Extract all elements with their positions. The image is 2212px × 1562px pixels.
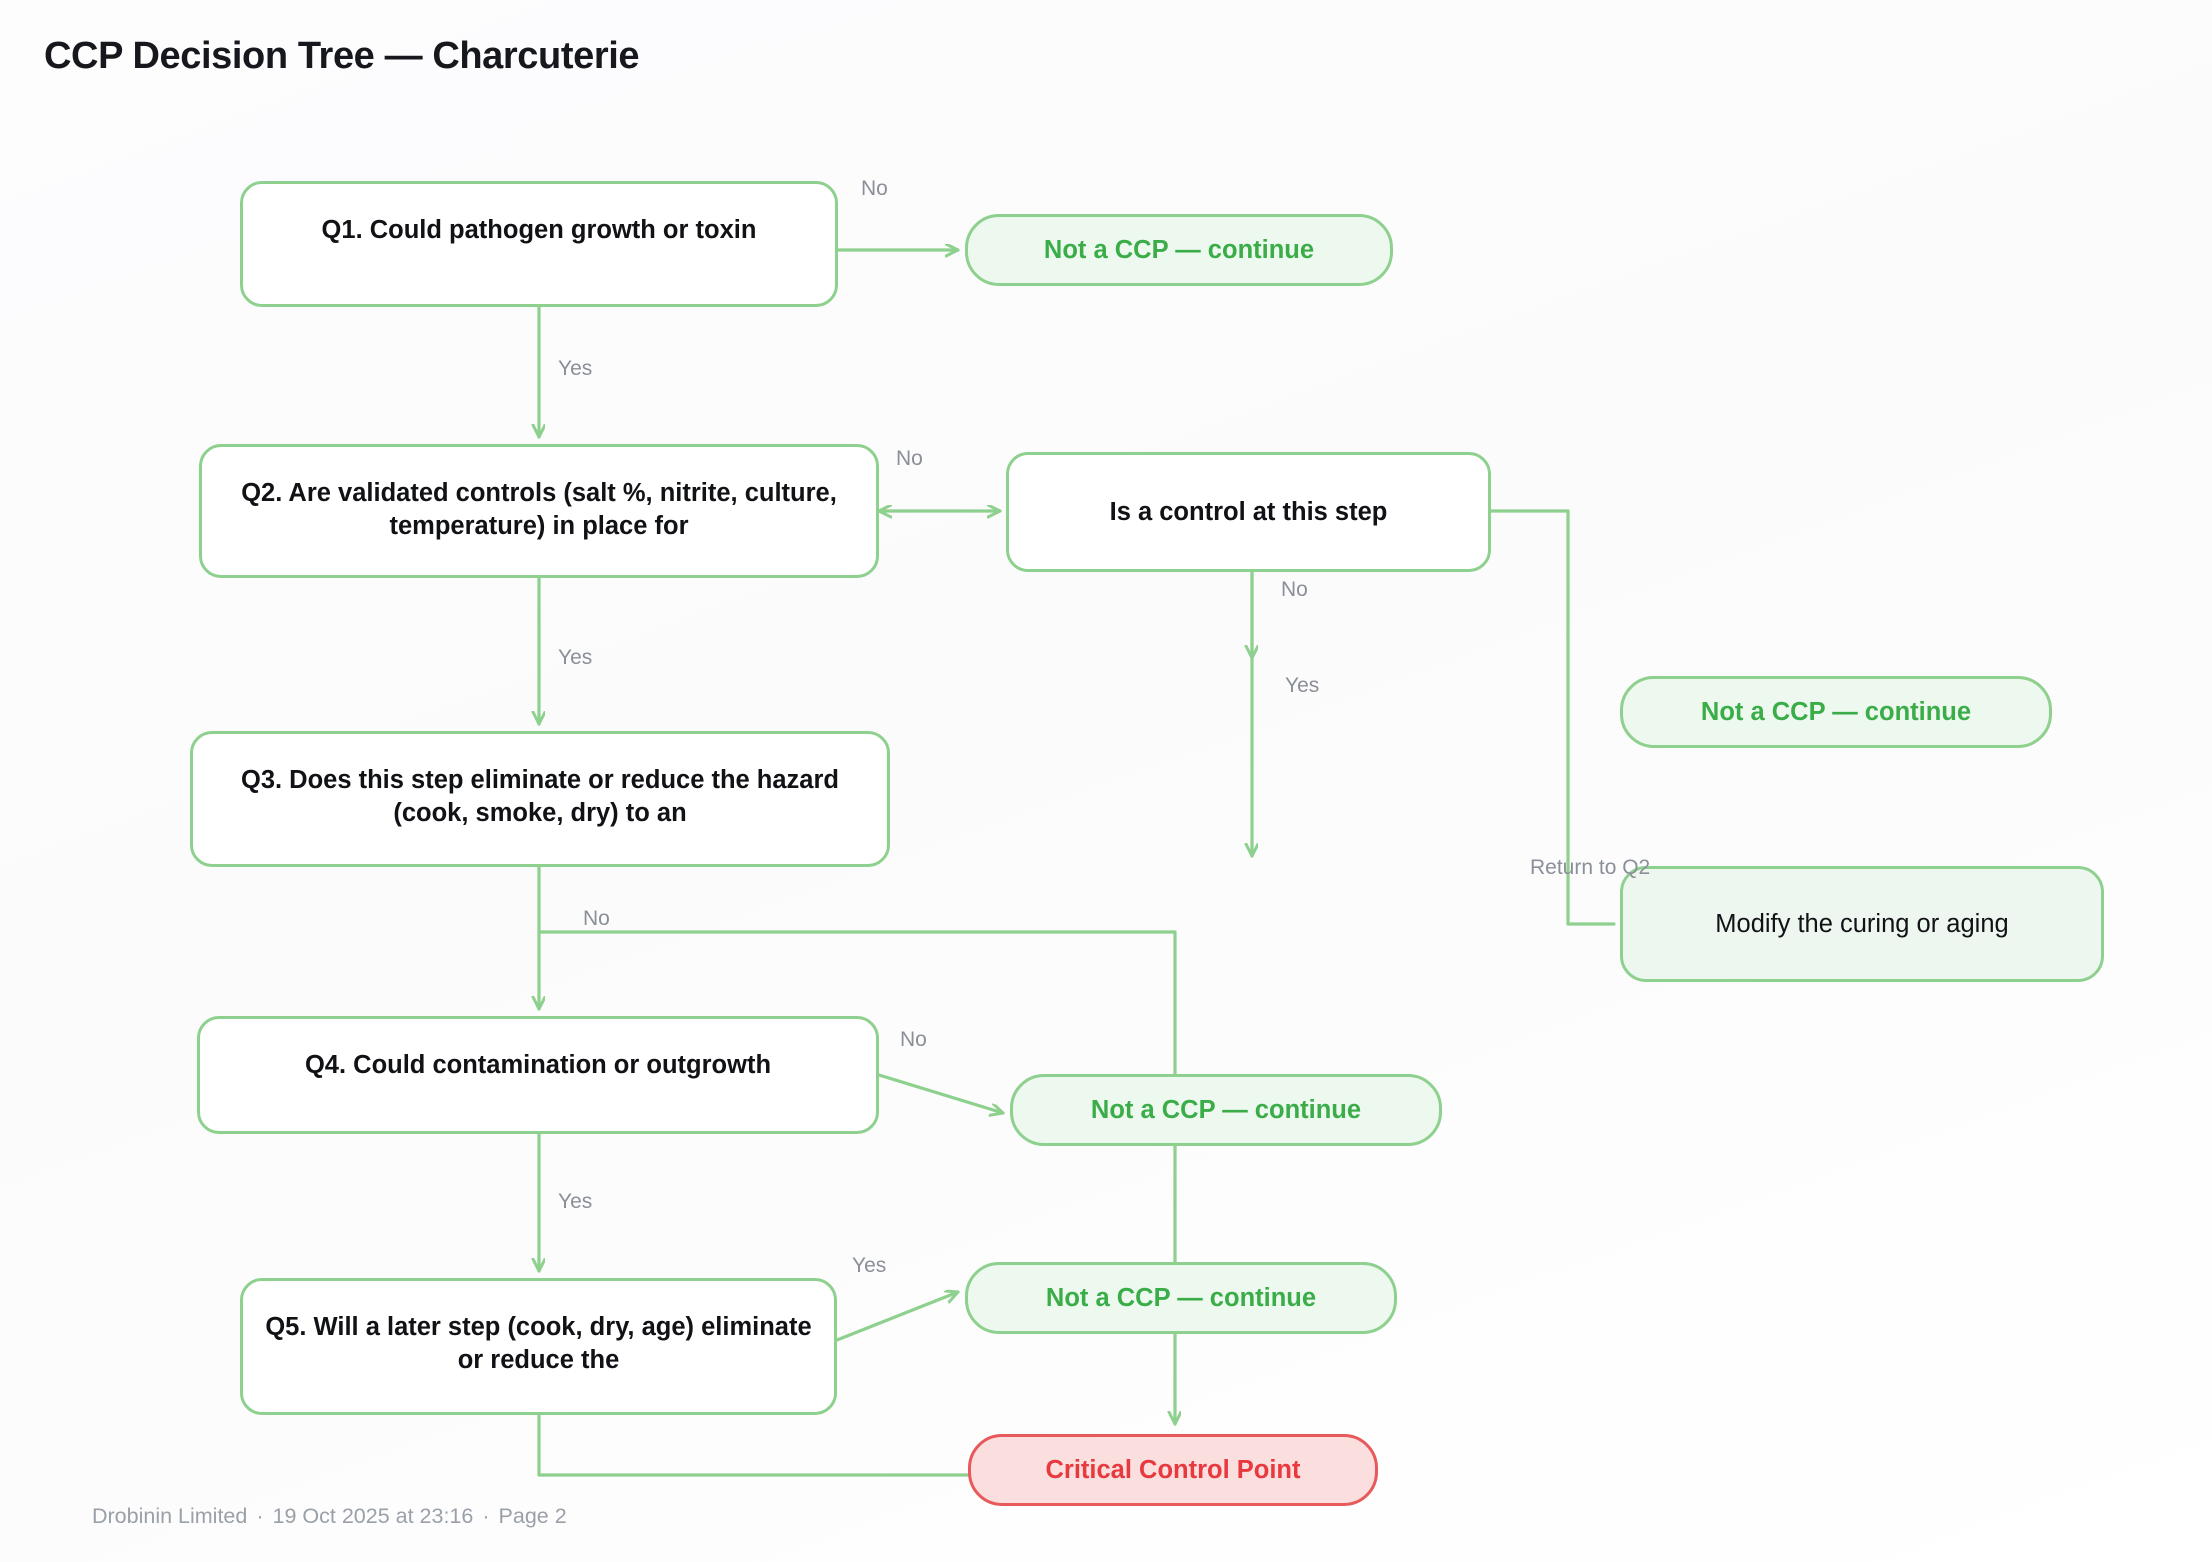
node-q3-label: Q3. Does this step eliminate or reduce t… xyxy=(240,766,839,827)
node-q1-label: Q1. Could pathogen growth or toxin xyxy=(321,216,757,244)
edge-label-q3-q4: No xyxy=(583,907,610,930)
node-is-a-control-at-this-step[interactable]: Is a control at this step xyxy=(1006,452,1491,572)
footer: Drobinin Limited · 19 Oct 2025 at 23:16 · Pa… xyxy=(92,1504,567,1529)
footer-page-number: Page 2 xyxy=(498,1504,567,1528)
node-q4-label: Q4. Could contamination or outgrowth xyxy=(304,1051,772,1079)
footer-timestamp: 19 Oct 2025 at 23:16 xyxy=(272,1504,474,1528)
node-q5[interactable]: Q5. Will a later step (cook, dry, age) e… xyxy=(240,1278,837,1415)
node-not-a-ccp-3-label: Not a CCP — continue xyxy=(1090,1095,1362,1124)
node-ccp-label: Critical Control Point xyxy=(1045,1455,1301,1484)
node-not-a-ccp-3[interactable]: Not a CCP — continue xyxy=(1010,1074,1442,1146)
edge-label-q1-out1: No xyxy=(861,177,888,200)
node-not-a-ccp-4[interactable]: Not a CCP — continue xyxy=(965,1262,1397,1334)
edge-label-q4-q5: Yes xyxy=(558,1190,593,1213)
node-not-a-ccp-1[interactable]: Not a CCP — continue xyxy=(965,214,1393,286)
edge-label-control-no: No xyxy=(1281,578,1308,601)
node-q2-label: Q2. Are validated controls (salt %, nitr… xyxy=(241,479,837,540)
node-not-a-ccp-2[interactable]: Not a CCP — continue xyxy=(1620,676,2052,748)
node-modify-curing-or-aging[interactable]: Modify the curing or aging xyxy=(1620,866,2104,982)
edge-label-q5-out4: Yes xyxy=(852,1254,887,1277)
node-is-a-control-label: Is a control at this step xyxy=(1109,497,1388,526)
node-not-a-ccp-4-label: Not a CCP — continue xyxy=(1045,1283,1317,1312)
edge-label-control-modify: Return to Q2 xyxy=(1530,856,1651,879)
footer-separator-1: · xyxy=(256,1504,264,1528)
edge-label-q2-control: No xyxy=(896,447,923,470)
footer-company: Drobinin Limited xyxy=(92,1504,248,1528)
node-critical-control-point[interactable]: Critical Control Point xyxy=(968,1434,1378,1506)
node-q5-label: Q5. Will a later step (cook, dry, age) e… xyxy=(265,1313,812,1374)
node-q2[interactable]: Q2. Are validated controls (salt %, nitr… xyxy=(199,444,879,578)
node-not-a-ccp-2-label: Not a CCP — continue xyxy=(1700,697,1972,726)
edge-label-q1-q2: Yes xyxy=(558,357,593,380)
node-q4[interactable]: Q4. Could contamination or outgrowth xyxy=(197,1016,879,1134)
edge-q5-out4 xyxy=(835,1292,960,1342)
node-q3[interactable]: Q3. Does this step eliminate or reduce t… xyxy=(190,731,890,867)
node-q1[interactable]: Q1. Could pathogen growth or toxin xyxy=(240,181,838,307)
edge-label-q4-out3: No xyxy=(900,1028,927,1051)
edge-label-control-yes: Yes xyxy=(1285,674,1320,697)
edge-q4-out3 xyxy=(877,1073,1005,1113)
edge-label-q2-q3: Yes xyxy=(558,646,593,669)
node-modify-label: Modify the curing or aging xyxy=(1715,909,2009,938)
node-not-a-ccp-1-label: Not a CCP — continue xyxy=(1043,235,1315,264)
footer-separator-2: · xyxy=(482,1504,490,1528)
page-title: CCP Decision Tree — Charcuterie xyxy=(44,35,640,77)
